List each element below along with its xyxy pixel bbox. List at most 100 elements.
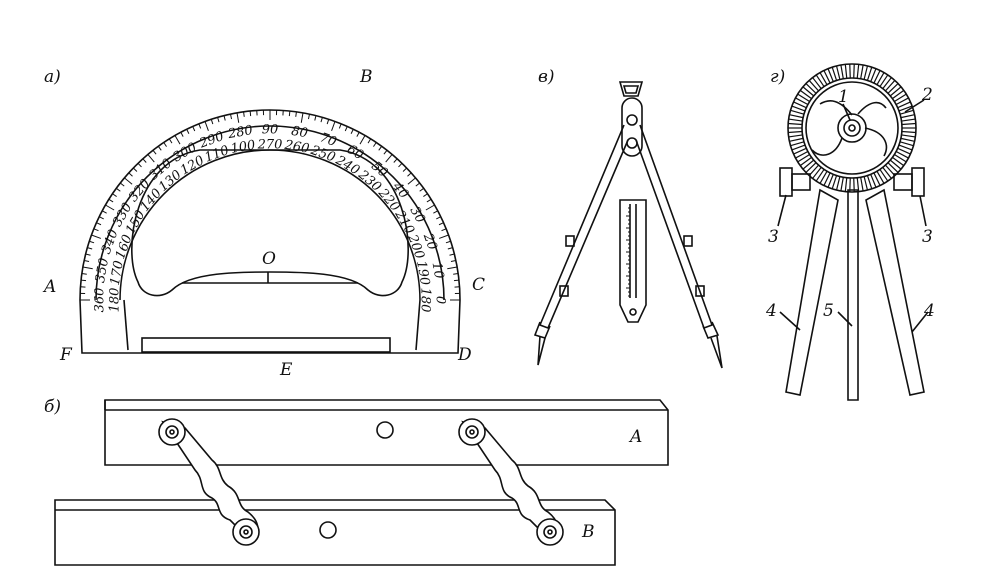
scale-tick [236, 112, 240, 123]
scale-tick [223, 115, 226, 121]
knurl-line [799, 89, 812, 100]
knurl-line [805, 162, 817, 173]
panel-label-a: а) [44, 67, 61, 87]
scale-tick [300, 112, 304, 123]
dividers-leg-right [635, 124, 714, 330]
scale-tick [433, 210, 438, 214]
scale-tick [91, 234, 102, 239]
knurl-line [790, 141, 805, 147]
part-3-left: 3 [768, 227, 779, 247]
knurl-line [899, 109, 914, 115]
ruler-top-hole [376, 421, 394, 439]
knurl-line [870, 68, 877, 82]
scale-tick [398, 162, 403, 168]
knurl-line [898, 144, 913, 151]
scale-tick [137, 162, 142, 168]
dividers-scale-insert [619, 199, 647, 323]
scale-tick [344, 126, 348, 132]
protractor-scale-arc [95, 125, 445, 301]
scale-tick [217, 117, 220, 123]
scale-tick [210, 119, 214, 125]
knurl-line [879, 169, 889, 182]
knurl-line [788, 118, 803, 122]
knurl-line [876, 171, 885, 184]
scale-tick [198, 123, 202, 129]
outer-scale-number: 60 [344, 142, 366, 163]
outer-scale-number: 70 [318, 130, 339, 150]
knurled-wheel [787, 63, 917, 193]
scale-tick [93, 228, 99, 232]
scale-tick [307, 114, 310, 120]
point-label-B: B [359, 67, 373, 87]
knurl-line [831, 175, 838, 190]
ruler-label-top: A [628, 427, 642, 447]
scale-tick [331, 121, 336, 132]
scale-tick [192, 126, 196, 132]
point-label-D: D [457, 345, 472, 365]
inner-scale-number: 180 [108, 288, 123, 313]
knurl-line [863, 176, 869, 191]
knurl-line [863, 65, 869, 80]
protractor-base [141, 337, 391, 353]
scale-tick [441, 228, 447, 232]
scale-tick [157, 145, 162, 151]
knurl-line [840, 177, 844, 192]
part-2: 2 [921, 85, 933, 105]
scale-tick [147, 154, 155, 163]
knurl-line [823, 70, 831, 84]
inner-scale-number: 170 [108, 260, 127, 287]
point-label-A: A [42, 277, 56, 297]
part-3-right: 3 [922, 227, 933, 247]
outer-scale-number: 360 [93, 288, 108, 313]
knurl-line [894, 93, 907, 103]
outer-scale-number: 350 [93, 257, 112, 284]
knurl-line [835, 65, 841, 80]
scale-tick [115, 187, 121, 192]
knurl-line [799, 156, 812, 167]
dividers: в) [533, 67, 723, 369]
screw-left [779, 167, 793, 197]
wheel-hub [837, 113, 867, 143]
scale-tick [230, 114, 233, 120]
scale-tick [453, 273, 459, 275]
scale-tick [419, 187, 425, 192]
dividers-handle [618, 81, 644, 97]
scale-tick [383, 149, 388, 155]
knurl-line [894, 153, 907, 163]
knurl-line [805, 83, 817, 94]
scale-tick [438, 222, 444, 226]
scale-tick [105, 204, 115, 211]
leg-right [865, 188, 925, 396]
scale-tick [326, 119, 330, 125]
point-label-O: O [262, 249, 276, 269]
scale-tick [438, 234, 449, 239]
scale-tick [132, 167, 138, 172]
knurl-line [827, 68, 834, 82]
knurl-line [901, 134, 916, 138]
knurl-line [860, 177, 864, 192]
knurl-line [840, 64, 844, 79]
knurl-line [823, 172, 831, 186]
scale-tick [288, 110, 291, 117]
scale-tick [85, 253, 91, 256]
knurl-line [870, 174, 877, 188]
scale-tick [445, 240, 451, 244]
inner-scale-number: 100 [230, 138, 257, 157]
outer-scale-number: 80 [290, 124, 309, 142]
outer-scale-number: 20 [420, 231, 440, 253]
scale-tick [249, 110, 252, 117]
scale-tick [128, 172, 133, 177]
panel-label-b: б) [44, 397, 61, 417]
scale-tick [449, 253, 455, 256]
knurl-line [901, 118, 916, 122]
knurl-line [788, 122, 803, 126]
scale-tick [350, 129, 354, 134]
knurl-line [876, 72, 885, 85]
outer-scale-number: 0 [433, 296, 448, 304]
knurl-line [795, 150, 809, 159]
knurl-line [789, 114, 804, 119]
scale-tick [447, 247, 453, 250]
knurl-line [860, 64, 864, 79]
scale-tick [453, 279, 460, 282]
leg-left [785, 188, 839, 396]
